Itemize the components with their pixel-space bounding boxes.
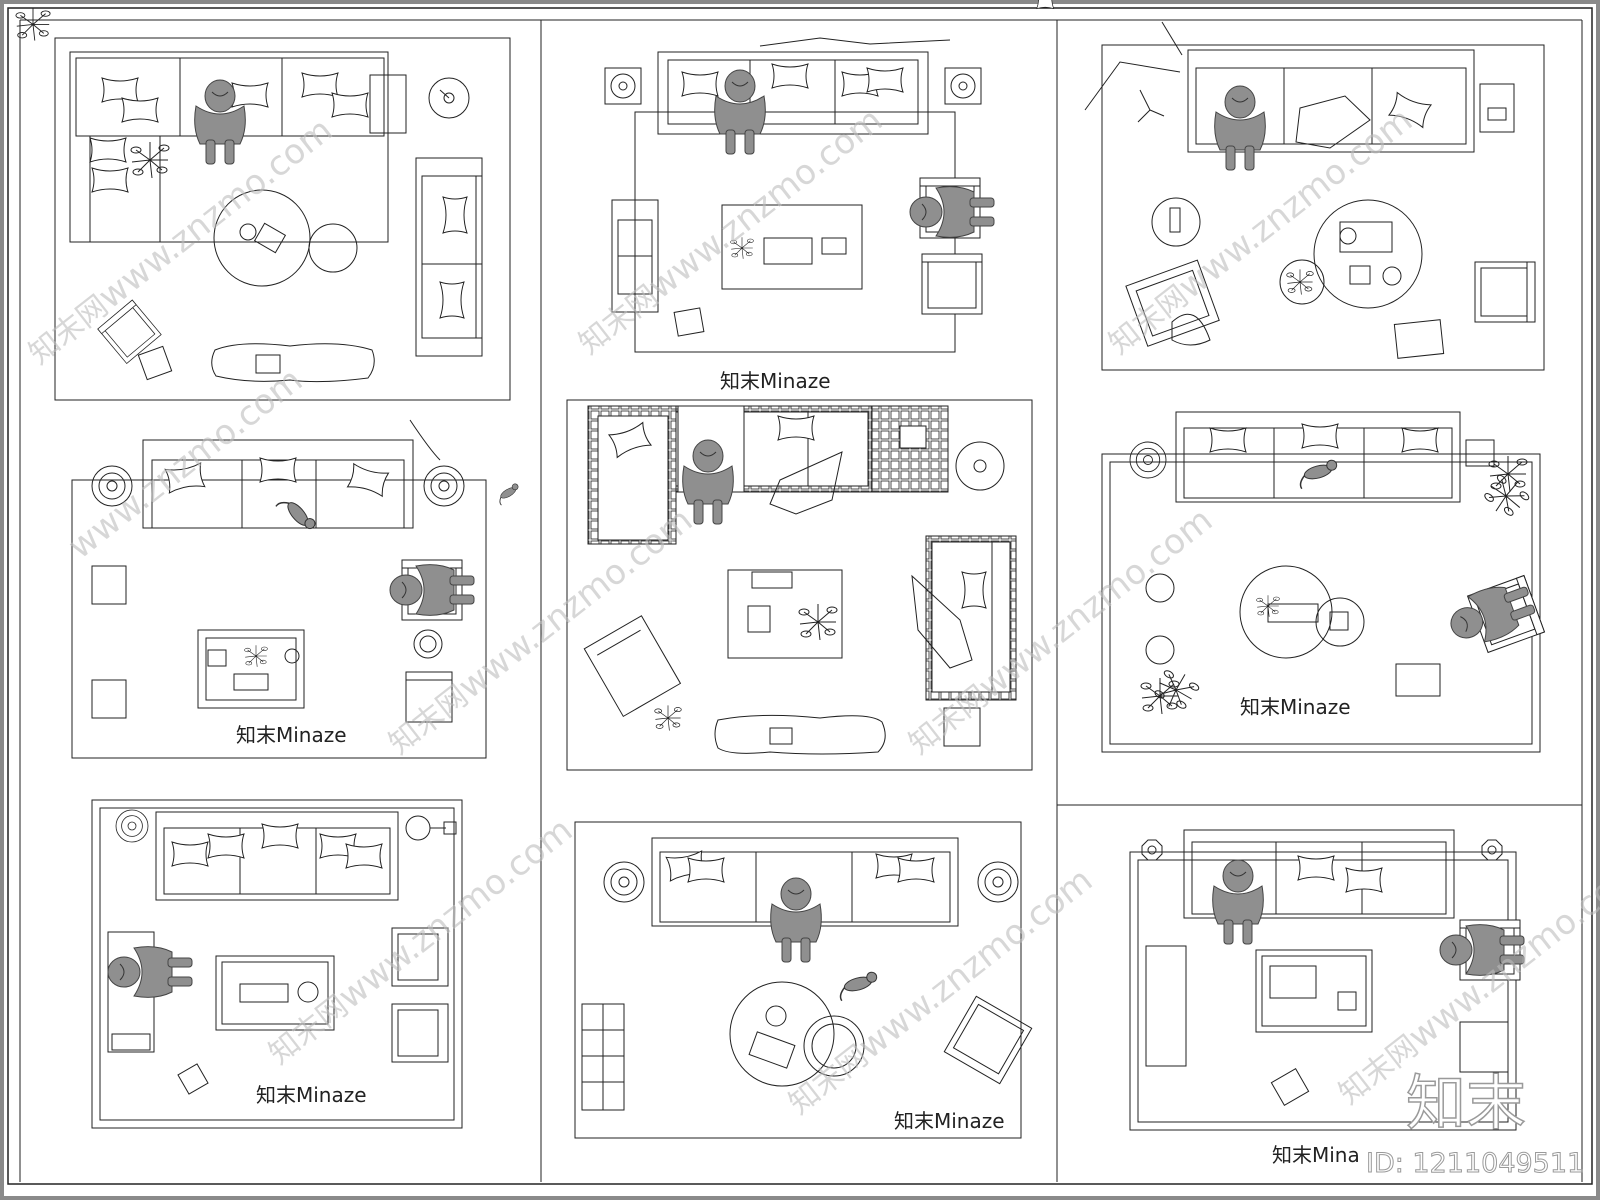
octagon-side-table (1481, 839, 1503, 861)
rug-outline (91, 799, 463, 1129)
coffee-table (1255, 949, 1373, 1033)
panel-caption: 知末Minaze (1240, 695, 1351, 719)
rug-outline (1101, 453, 1541, 753)
coffee-table (721, 204, 863, 290)
plan-panel-1 (15, 7, 511, 401)
rug-outline (71, 479, 487, 759)
end-table-right (944, 67, 982, 105)
pouf (91, 679, 127, 719)
three-seat-sofa (142, 439, 414, 529)
armchair-right-2 (391, 1003, 449, 1063)
panel-caption: 知末Mina (1272, 1143, 1360, 1167)
round-coffee-table (1239, 565, 1365, 659)
side-table (955, 441, 1005, 491)
watermark-logo: 知末 (1406, 1069, 1526, 1139)
lounge-chair (583, 615, 682, 718)
panel-caption: 知末Minaze (894, 1109, 1005, 1133)
plan-panel-3 (1084, 21, 1545, 371)
rug-outline (566, 399, 1033, 771)
plan-panel-6: 知末Minaze (1101, 411, 1545, 753)
lounge-chair (1125, 259, 1220, 347)
plan-panel-4: 知末Minaze (71, 419, 487, 759)
pouf (91, 565, 127, 605)
round-coffee-table (729, 981, 865, 1087)
plan-panel-7: 知末Minaze (91, 799, 463, 1129)
rug-outline (1101, 44, 1545, 371)
three-seat-sofa (1187, 49, 1475, 153)
round-coffee-table (15, 7, 358, 287)
bench-ottoman (211, 343, 375, 383)
coffee-table (727, 569, 843, 659)
armchair (1459, 1021, 1509, 1073)
end-table-left (604, 67, 642, 105)
inner-frame (7, 7, 1593, 1185)
panel-caption: 知末Minaze (256, 1083, 367, 1107)
bench (581, 1003, 625, 1111)
panel-caption: 知末Minaze (720, 369, 831, 393)
stool (1145, 635, 1175, 665)
bench (1145, 945, 1187, 1067)
side-table (1479, 83, 1515, 133)
plan-panel-9: 知末Mina (1129, 829, 1525, 1167)
stool (1145, 573, 1175, 603)
lounge-chair (943, 995, 1033, 1085)
grid-ottoman (871, 405, 949, 493)
octagon-side-table (1141, 839, 1163, 861)
rug-outline (54, 37, 511, 401)
side-sofa (925, 535, 1017, 701)
rug-outline (1129, 851, 1517, 1131)
three-seat-sofa (1183, 829, 1455, 919)
panel-caption: 知末Minaze (236, 723, 347, 747)
round-coffee-table (1279, 199, 1423, 309)
plan-panel-2: 知末Minaze (604, 0, 1054, 393)
plan-panel-8: 知末Minaze (574, 821, 1033, 1139)
side-table-lamp (428, 77, 470, 119)
watermark-id: ID: 1211049511 (1366, 1148, 1584, 1179)
coffee-table (215, 955, 335, 1031)
round-stool (1151, 197, 1201, 247)
side-sofa (415, 157, 483, 357)
rug-outline (574, 821, 1022, 1139)
stool (943, 707, 981, 747)
coffee-table (197, 629, 305, 709)
side-lamp (405, 815, 457, 841)
bench-ottoman (714, 714, 886, 755)
left-sofa (611, 199, 659, 313)
three-seat-sofa (657, 51, 929, 135)
armchair-right-1 (391, 927, 449, 987)
plan-panel-5 (494, 399, 1033, 771)
